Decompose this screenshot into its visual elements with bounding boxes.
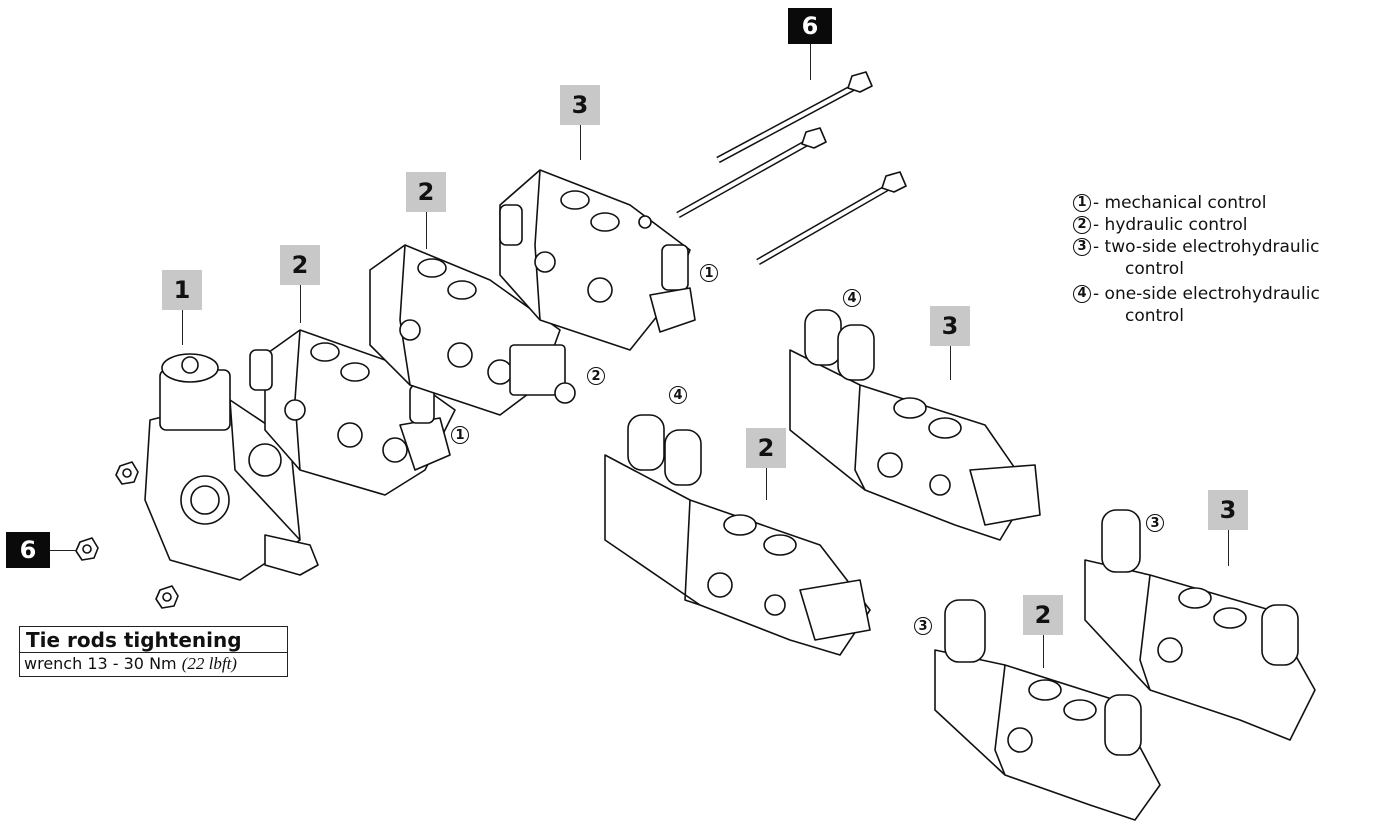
circled-number-2: 2 [587, 367, 605, 385]
tie-rods-spec: wrench 13 - 30 Nm (22 lbft) [20, 653, 287, 676]
leader-line [580, 125, 581, 160]
leader-line [810, 44, 811, 80]
tie-rods-title: Tie rods tightening [20, 627, 287, 653]
legend-number: 2 [1073, 216, 1091, 234]
callout-tag-1: 1 [162, 270, 202, 310]
circled-number-1: 1 [451, 426, 469, 444]
callout-tag-2: 2 [280, 245, 320, 285]
legend-number: 3 [1073, 238, 1091, 256]
legend-item: 2 - hydraulic control [1073, 214, 1320, 236]
callout-tag-2: 2 [1023, 595, 1063, 635]
work-section-c [499, 169, 696, 351]
leader-line [1043, 635, 1044, 668]
circled-number-3: 3 [1146, 514, 1164, 532]
circled-number-3: 3 [914, 617, 932, 635]
tie-rod [756, 171, 907, 266]
tie-rod [676, 127, 827, 219]
work-section-g [934, 599, 1161, 821]
work-section-f [1084, 509, 1316, 741]
leader-line [426, 212, 427, 249]
work-section-d [604, 414, 871, 656]
work-section-b [369, 244, 576, 416]
legend-text: - mechanical control [1093, 193, 1267, 213]
legend-item: 3 - two-side electrohydraulic [1073, 236, 1320, 258]
leader-line [50, 550, 77, 551]
inlet-section [144, 353, 319, 581]
callout-tag-2: 2 [746, 428, 786, 468]
legend-number: 4 [1073, 285, 1091, 303]
leader-line [182, 310, 183, 345]
circled-number-4: 4 [669, 386, 687, 404]
legend: 1 - mechanical control 2 - hydraulic con… [1073, 192, 1320, 327]
leader-line [1228, 530, 1229, 566]
callout-tag-3: 3 [930, 306, 970, 346]
legend-number: 1 [1073, 194, 1091, 212]
legend-text-continued: control [1125, 306, 1184, 326]
circled-number-4: 4 [843, 289, 861, 307]
work-section-a [249, 329, 456, 496]
tie-rods-torque: wrench 13 - 30 Nm [24, 654, 177, 673]
legend-text: - hydraulic control [1093, 215, 1248, 235]
legend-text: - two-side electrohydraulic [1093, 237, 1320, 257]
leader-line [300, 285, 301, 323]
tie-rods-imperial: (22 lbft) [181, 654, 237, 673]
tie-rods-note: Tie rods tightening wrench 13 - 30 Nm (2… [19, 626, 288, 677]
callout-tag-6: 6 [6, 532, 50, 568]
work-section-e [789, 309, 1041, 541]
callout-tag-6: 6 [788, 8, 832, 44]
leader-line [950, 346, 951, 380]
legend-text: - one-side electrohydraulic [1093, 284, 1320, 304]
callout-tag-2: 2 [406, 172, 446, 212]
callout-tag-3: 3 [560, 85, 600, 125]
legend-text-continued: control [1125, 259, 1184, 279]
tie-rod [716, 71, 873, 164]
legend-item: 4 - one-side electrohydraulic [1073, 283, 1320, 305]
legend-item: 1 - mechanical control [1073, 192, 1320, 214]
leader-line [766, 468, 767, 500]
circled-number-1: 1 [700, 264, 718, 282]
callout-tag-3: 3 [1208, 490, 1248, 530]
